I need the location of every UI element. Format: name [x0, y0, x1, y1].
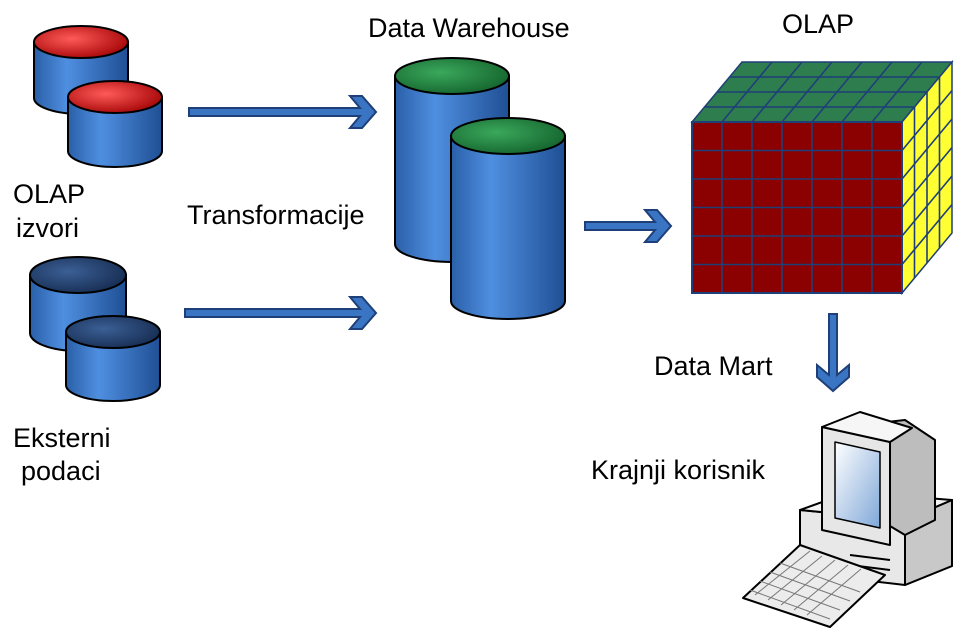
computer-icon: [742, 411, 953, 628]
olap-sources-label-line1: OLAP: [13, 179, 86, 209]
data-warehouse-label: Data Warehouse: [368, 13, 570, 43]
olap-sources-label-line2: izvori: [16, 213, 80, 243]
olap-label: OLAP: [782, 9, 855, 39]
external-data-label-line1: Eksterni: [13, 423, 111, 453]
arrow-warehouse-to-olap: [584, 209, 673, 243]
data-mart-label: Data Mart: [654, 351, 773, 381]
external-data-cylinder-2: [65, 315, 161, 402]
end-user-label: Krajnji korisnik: [591, 455, 766, 485]
arrow-olap-to-warehouse: [188, 95, 378, 129]
warehouse-cylinder-2: [450, 117, 566, 320]
external-data-cylinder-1: [29, 256, 127, 352]
arrow-external-to-warehouse: [184, 296, 378, 330]
external-data-label-line2: podaci: [21, 456, 101, 486]
olap-source-cylinder-2: [67, 80, 163, 168]
olap-cube: [690, 59, 954, 296]
transformations-label: Transformacije: [187, 200, 365, 230]
arrow-olap-to-datamart: [816, 313, 850, 393]
